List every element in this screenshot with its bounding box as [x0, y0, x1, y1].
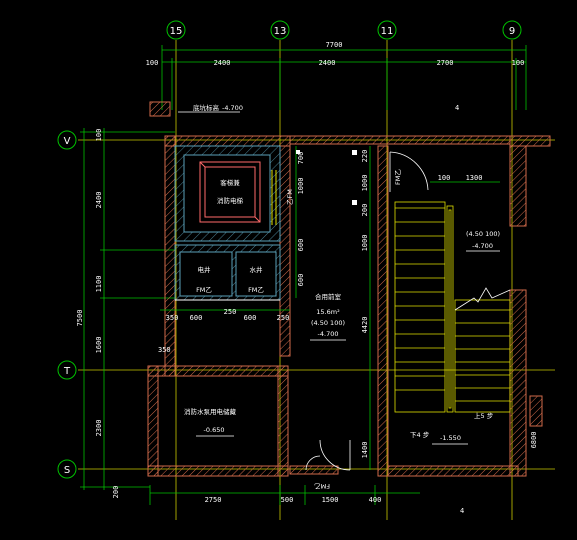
stair-vert-6800: 6800	[530, 432, 538, 449]
elevator-line1: 客梯兼	[220, 178, 240, 187]
stair-dim-4: 100	[438, 174, 451, 182]
sub-dim-4: 250	[277, 314, 290, 322]
elev-dim-0: 700	[297, 152, 305, 165]
elevator-car	[199, 161, 277, 225]
sub-dim-3: 600	[244, 314, 257, 322]
stair-level-b: -1.550	[440, 434, 461, 442]
shaft-labels: 电井 FM乙 水井 FM乙	[196, 265, 264, 294]
elevator-dimensions: 700 1000 600 600 乙FM	[286, 146, 305, 298]
machine-room-name: 消防水泵用电储藏	[184, 407, 237, 416]
machine-room-label: 消防水泵用电储藏 -0.650	[184, 407, 237, 437]
doors	[305, 151, 429, 471]
dim-top-0: 100	[146, 59, 159, 67]
stair-dim-2: 200	[361, 204, 369, 217]
stair-dim-1: 1000	[361, 175, 369, 192]
dim-left-3: 1600	[95, 337, 103, 354]
stair-dim-0: 220	[361, 150, 369, 163]
grid-label-13: 13	[274, 26, 287, 37]
stair-dimensions: 220 1000 200 1000 4420 1400 100 1300 680…	[361, 146, 538, 470]
shaft-outlines	[174, 145, 281, 301]
stair-dim-5: 1300	[466, 174, 483, 182]
stair-dim-3: 1000	[361, 235, 369, 252]
grid-label-11: 11	[381, 26, 394, 37]
machine-room-level: -0.650	[204, 426, 225, 434]
electric-shaft-tag: FM乙	[196, 286, 212, 294]
dim-left-2: 1100	[95, 276, 103, 293]
stair-down-label: 下4 步	[410, 431, 430, 439]
small-350: 350	[158, 346, 171, 354]
pit-level-label: 底坑标高	[193, 103, 220, 112]
electric-shaft-label: 电井	[198, 265, 212, 274]
stair-treads	[395, 207, 510, 402]
grid-bubble-labels: 15 13 11 9 V T S	[63, 26, 515, 476]
lobby-label: 合用前室 15.6m² (4.50 100) -4.700	[310, 292, 346, 341]
grid-label-t: T	[63, 366, 71, 377]
elev-dim-1: 1000	[297, 178, 305, 195]
lobby-level-b: -4.700	[318, 330, 339, 338]
bottom-dimension-text: 2750 500 1500 400	[205, 496, 382, 504]
stair-flight	[394, 201, 511, 413]
sub-dim-0: 350	[166, 314, 179, 322]
dim-left-5: 200	[112, 486, 120, 499]
dim-left-1: 2400	[95, 192, 103, 209]
small-dim-4a: 4	[455, 104, 459, 112]
markers	[296, 150, 357, 205]
door-tag-stair: FM乙	[394, 169, 402, 185]
small-dim-4b: 4	[460, 507, 464, 515]
elevator-level-tag: 底坑标高 -4.700	[178, 103, 243, 113]
dim-left-0: 100	[95, 129, 103, 142]
top-dimensions	[161, 45, 527, 110]
dim-bottom-1: 500	[281, 496, 294, 504]
grid-label-9: 9	[509, 26, 515, 37]
door-tag-elevator: 乙FM	[286, 189, 294, 205]
dim-overall-top: 7700	[326, 41, 343, 49]
bottom-dimensions	[149, 485, 420, 505]
dim-overall-left: 7500	[76, 310, 84, 327]
lobby-level-a: (4.50 100)	[311, 319, 345, 327]
dim-top-1: 2400	[214, 59, 231, 67]
dim-left-4: 2300	[95, 420, 103, 437]
lobby-area: 15.6m²	[316, 308, 340, 316]
stair-level-a: (4.50 100)	[466, 230, 500, 238]
water-shaft-label: 水井	[250, 265, 264, 274]
elev-dim-3: 600	[297, 274, 305, 287]
dim-top-2: 2400	[319, 59, 336, 67]
stair-vert-4420: 4420	[361, 317, 369, 334]
left-dimension-text: 7500 100 2400 1100 1600 2300 200	[76, 129, 120, 499]
grid-label-v: V	[64, 136, 71, 147]
water-shaft-tag: FM乙	[248, 286, 264, 294]
stair-break	[454, 287, 511, 311]
top-dimension-text: 7700 100 2400 2400 2700 100	[146, 41, 525, 67]
stair-up-label: 上5 步	[474, 411, 494, 420]
elevator-label: 客梯兼 消防电梯	[217, 178, 244, 205]
pit-level-value: -4.700	[222, 104, 243, 112]
door-tag-lobby: FM乙	[314, 482, 330, 490]
elev-dim-2: 600	[297, 239, 305, 252]
walls	[147, 101, 551, 477]
left-dimensions	[80, 128, 175, 490]
elevator-line2: 消防电梯	[217, 196, 244, 205]
dim-top-4: 100	[512, 59, 525, 67]
grid-label-s: S	[64, 465, 70, 476]
dim-top-3: 2700	[437, 59, 454, 67]
stair-labels: (4.50 100) -4.700 下4 步 上5 步 -1.550	[410, 230, 500, 445]
door-tags: FM乙 FM乙	[314, 169, 402, 490]
stair-vert-1400: 1400	[361, 442, 369, 459]
lobby-name: 合用前室	[315, 292, 342, 301]
grid-bubbles	[57, 20, 522, 479]
sub-dim-2: 250	[224, 308, 237, 316]
misc-labels: 4 4	[455, 104, 464, 515]
stair-level-a2: -4.700	[472, 242, 493, 250]
sub-dim-1: 600	[190, 314, 203, 322]
shaft-sub-dimensions: 350 600 250 600 250 350	[158, 308, 290, 354]
grid-label-15: 15	[170, 26, 183, 37]
dim-bottom-2: 1500	[322, 496, 339, 504]
dim-bottom-3: 400	[369, 496, 382, 504]
dim-bottom-0: 2750	[205, 496, 222, 504]
